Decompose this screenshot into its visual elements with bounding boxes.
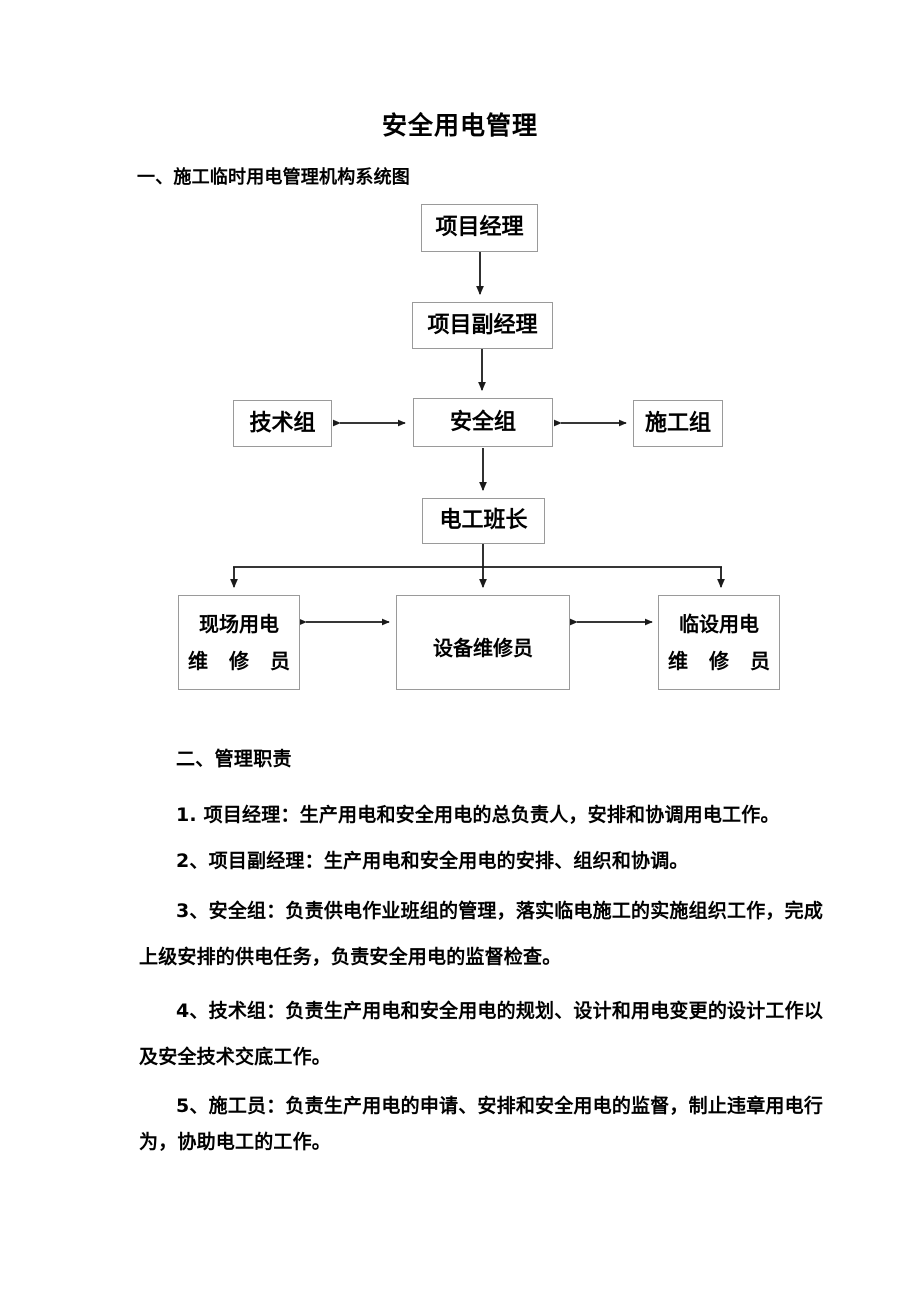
chart-node-label-line2: 维 修 员	[188, 648, 297, 673]
chart-node-project-manager: 项目经理	[421, 204, 538, 252]
chart-node-temporary-power-repairman: 临设用电 维 修 员	[658, 595, 780, 690]
chart-node-construction-group: 施工组	[633, 400, 723, 447]
chart-node-label: 项目副经理	[427, 312, 538, 338]
chart-node-label: 安全组	[449, 409, 516, 435]
chart-node-deputy-project-manager: 项目副经理	[412, 302, 553, 349]
chart-node-label-line1: 设备维修员	[433, 636, 533, 660]
chart-node-label: 技术组	[249, 410, 316, 436]
chart-node-label-line1: 现场用电	[199, 611, 279, 636]
chart-node-electrician-foreman: 电工班长	[422, 498, 545, 544]
chart-node-technical-group: 技术组	[233, 400, 332, 447]
chart-node-label: 项目经理	[435, 215, 524, 241]
chart-node-site-power-repairman: 现场用电 维 修 员	[178, 595, 300, 690]
chart-node-safety-group: 安全组	[413, 398, 553, 447]
responsibility-item-5: 5、施工员：负责生产用电的申请、安排和安全用电的监督，制止违章用电行为，协助电工…	[139, 1095, 824, 1153]
responsibility-item-4: 4、技术组：负责生产用电和安全用电的规划、设计和用电变更的设计工作以及安全技术交…	[139, 1000, 824, 1068]
responsibility-item-1: 1. 项目经理：生产用电和安全用电的总负责人，安排和协调用电工作。	[176, 804, 780, 826]
chart-node-label: 施工组	[644, 410, 711, 436]
section-heading-management-duties: 二、管理职责	[176, 748, 292, 770]
section-heading-organization-chart: 一、施工临时用电管理机构系统图	[137, 167, 410, 188]
chart-node-equipment-repairman: 设备维修员	[396, 595, 570, 690]
chart-node-label-line2: 维 修 员	[668, 648, 777, 673]
responsibility-item-2: 2、项目副经理：生产用电和安全用电的安排、组织和协调。	[176, 850, 689, 872]
page-title: 安全用电管理	[381, 111, 538, 140]
chart-node-label-line1: 临设用电	[679, 611, 759, 636]
responsibility-item-3: 3、安全组：负责供电作业班组的管理，落实临电施工的实施组织工作，完成上级安排的供…	[139, 900, 824, 968]
chart-node-label: 电工班长	[439, 508, 528, 534]
